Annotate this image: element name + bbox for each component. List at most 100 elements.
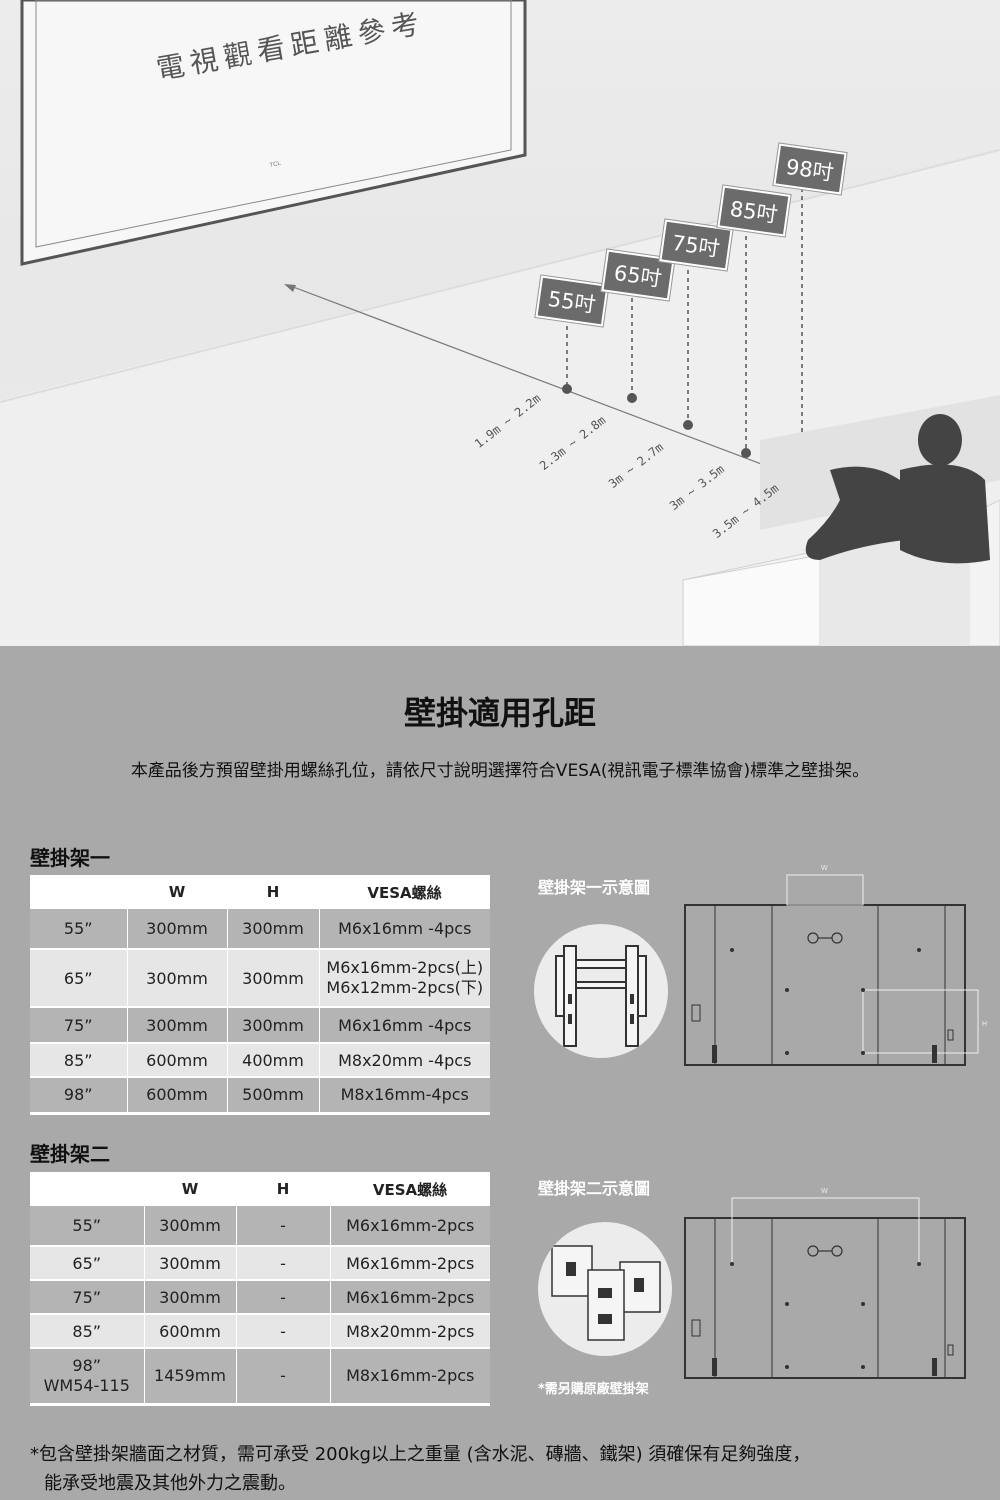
side-port — [691, 1004, 701, 1022]
screw-hole — [861, 1365, 865, 1369]
port-circle — [807, 932, 819, 944]
width-dimension-box — [786, 874, 864, 906]
screw-hole — [861, 1302, 865, 1306]
point-65 — [627, 393, 637, 403]
screw-hole — [785, 988, 789, 992]
header-h: H — [227, 875, 319, 909]
point-55 — [562, 384, 572, 394]
cell-vesa: M8x20mm-2pcs — [330, 1314, 490, 1349]
table-row: 85” 600mm 400mm M8x20mm -4pcs — [30, 1043, 490, 1078]
bracket-right-arm — [637, 955, 647, 1017]
cell-h: - — [236, 1280, 331, 1315]
cell-size: 85” — [30, 1043, 128, 1078]
bracket-marker — [598, 1314, 612, 1324]
header-vesa: VESA螺絲 — [330, 1172, 490, 1206]
cell-w: 600mm — [127, 1077, 228, 1115]
header-vesa: VESA螺絲 — [319, 875, 490, 909]
rail-slot — [568, 994, 572, 1004]
width-dimension-label: W — [821, 865, 828, 872]
rail-slot — [630, 994, 634, 1004]
rail-slot — [630, 1014, 634, 1024]
side-port — [947, 1344, 954, 1356]
screw-hole — [785, 1365, 789, 1369]
cell-vesa: M6x16mm-2pcs(上) M6x12mm-2pcs(下) — [319, 949, 490, 1008]
bracket-marker — [598, 1288, 612, 1298]
screw-hole — [785, 1051, 789, 1055]
screw-hole — [861, 1051, 865, 1055]
cell-w: 300mm — [127, 949, 228, 1008]
cell-size: 98” — [30, 1077, 128, 1115]
footnote: *包含壁掛架牆面之材質，需可承受 200kg以上之重量 (含水泥、磚牆、鐵架) … — [30, 1440, 810, 1498]
header-h: H — [236, 1172, 330, 1206]
page-title: 壁掛適用孔距 — [403, 694, 596, 732]
size-line-2: WM54-115 — [43, 1375, 130, 1395]
cell-h: 300mm — [227, 949, 320, 1008]
vesa-line-1: M6x16mm-2pcs(上) — [326, 958, 484, 977]
screw-hole — [917, 948, 921, 952]
table-row: 55” 300mm 300mm M6x16mm -4pcs — [30, 909, 490, 950]
cell-vesa: M6x16mm-2pcs — [330, 1246, 490, 1281]
mount2-diagram-label: 壁掛架二示意圖 — [538, 1179, 651, 1198]
screw-hole — [917, 1262, 921, 1266]
plate-marker — [634, 1278, 644, 1292]
cell-vesa: M8x16mm-4pcs — [319, 1077, 490, 1115]
mount2-table: W H VESA螺絲 55” 300mm - M6x16mm-2pcs 65” … — [30, 1172, 490, 1406]
tv-logo: TCL — [269, 161, 282, 169]
footnote-line-1: *包含壁掛架牆面之材質，需可承受 200kg以上之重量 (含水泥、磚牆、鐵架) … — [30, 1444, 811, 1465]
cell-w: 300mm — [144, 1206, 237, 1247]
footnote-line-2: 能承受地震及其他外力之震動。 — [44, 1473, 296, 1494]
cell-w: 600mm — [127, 1043, 228, 1078]
distance-axis — [287, 284, 831, 491]
distance-arrow — [284, 284, 296, 292]
intro-text: 本產品後方預留壁掛用螺絲孔位，請依尺寸說明選擇符合VESA(視訊電子標準協會)標… — [130, 761, 870, 781]
mount2-label: 壁掛架二 — [30, 1142, 110, 1166]
purchase-note: *需另購原廠壁掛架 — [538, 1382, 649, 1397]
cell-w: 600mm — [144, 1314, 237, 1349]
table-row: 75” 300mm - M6x16mm-2pcs — [30, 1280, 490, 1315]
mount1-diagram-label: 壁掛架一示意圖 — [538, 878, 651, 897]
cell-h: 300mm — [227, 909, 320, 950]
table-row: 65” 300mm 300mm M6x16mm-2pcs(上) M6x12mm-… — [30, 949, 490, 1008]
sofa-arm — [682, 554, 821, 646]
foot-mark — [712, 1045, 717, 1063]
vesa-line-2: M6x12mm-2pcs(下) — [326, 978, 484, 997]
mount1-bracket-image — [534, 924, 668, 1058]
table-header: W H VESA螺絲 — [30, 1172, 490, 1206]
width-dimension-line — [731, 1197, 920, 1264]
foot-mark — [932, 1358, 937, 1376]
cell-vesa: M6x16mm-2pcs — [330, 1280, 490, 1315]
point-75 — [683, 420, 693, 430]
header-size — [30, 875, 127, 909]
table-row: 85” 600mm - M8x20mm-2pcs — [30, 1314, 490, 1349]
side-port — [947, 1029, 954, 1041]
person-legs — [805, 466, 905, 560]
height-dimension-box — [862, 989, 979, 1054]
bracket-left-arm — [555, 955, 565, 1017]
bracket-illustration — [555, 945, 647, 1047]
screw-hole — [730, 1262, 734, 1266]
mount1-label: 壁掛架一 — [30, 846, 110, 870]
table-row: 55” 300mm - M6x16mm-2pcs — [30, 1206, 490, 1247]
mount2-back-diagram: W — [684, 1188, 966, 1379]
bracket-illustration — [551, 1245, 661, 1341]
cell-size: 55” — [30, 1206, 145, 1247]
foot-mark — [932, 1045, 937, 1063]
viewing-distance-illustration: TCL 電 — [0, 0, 1000, 646]
person-head — [918, 414, 962, 466]
cell-w: 300mm — [144, 1246, 237, 1281]
table-row: 98” 600mm 500mm M8x16mm-4pcs — [30, 1077, 490, 1115]
cell-vesa: M8x16mm-2pcs — [330, 1348, 490, 1406]
cell-vesa: M6x16mm-2pcs — [330, 1206, 490, 1247]
tv-back-outline — [684, 904, 966, 1066]
mount1-back-diagram: W H — [684, 865, 987, 1066]
center-bracket — [587, 1269, 625, 1341]
height-dimension-label: H — [982, 1021, 987, 1028]
bracket-top-bar — [575, 959, 627, 969]
side-port — [691, 1319, 701, 1337]
header-w: W — [127, 875, 227, 909]
table-row: 65” 300mm - M6x16mm-2pcs — [30, 1246, 490, 1281]
distance-guides — [566, 188, 803, 478]
foot-mark — [712, 1358, 717, 1376]
cell-size: 65” — [30, 1246, 145, 1281]
rail-slot — [568, 1014, 572, 1024]
